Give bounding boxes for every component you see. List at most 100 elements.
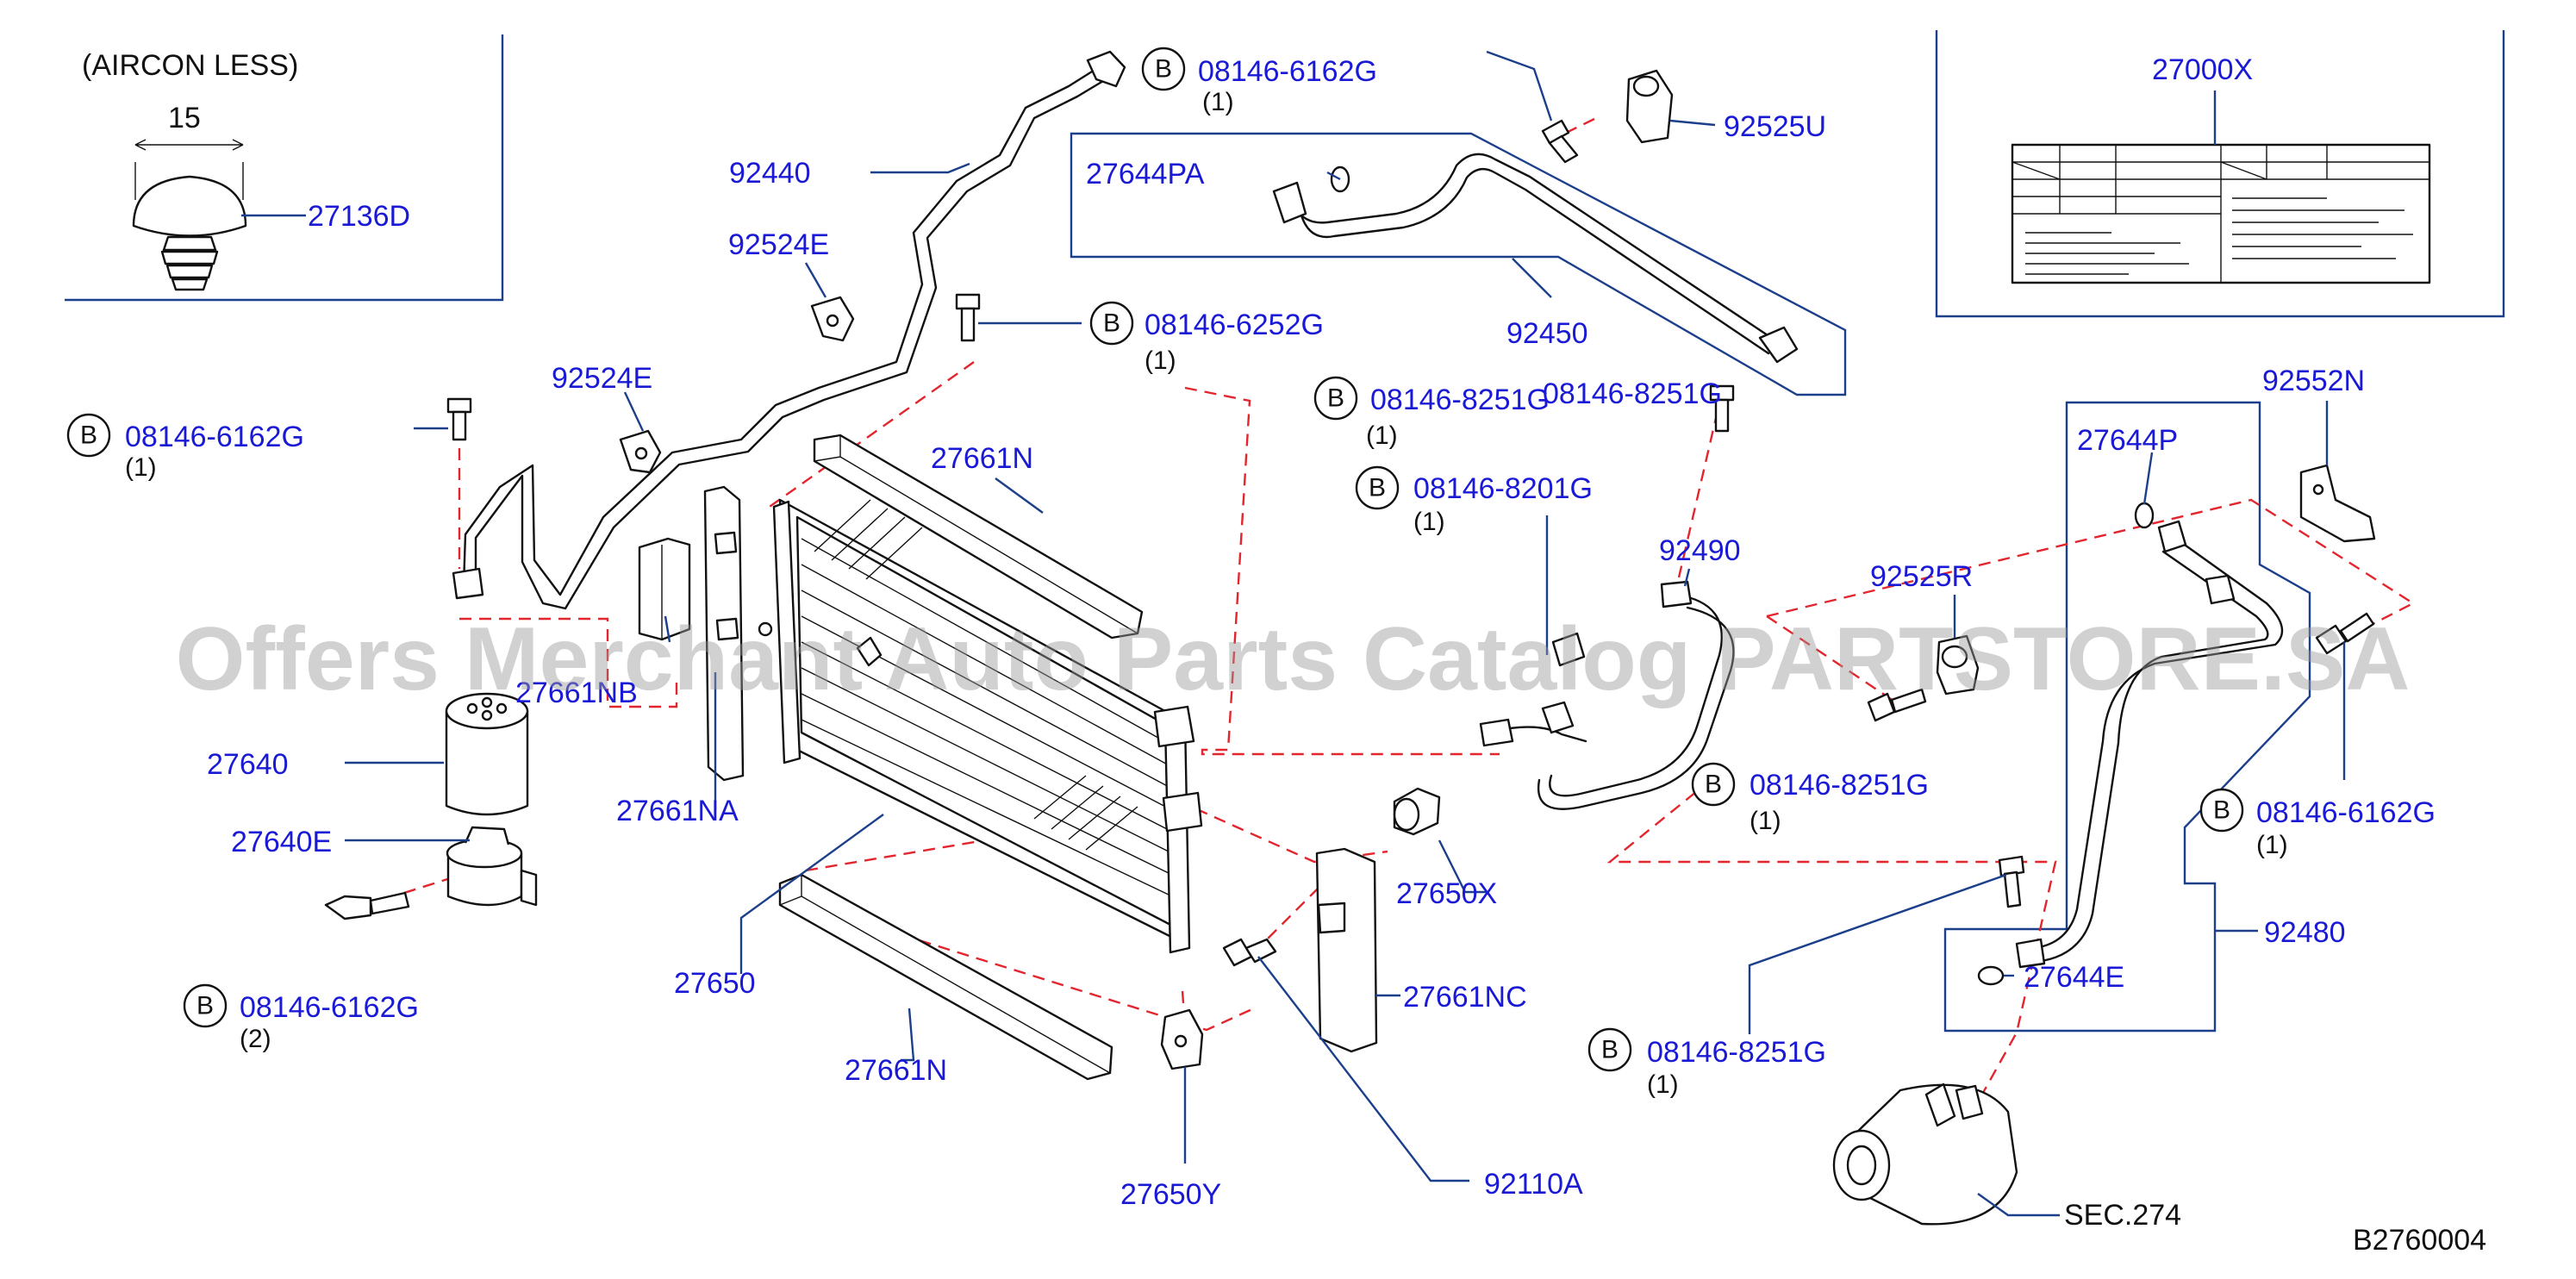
bolt-92110A (1222, 938, 1277, 967)
part-08146-6162G-left: 08146-6162G (125, 421, 304, 453)
bolt-27640E (324, 891, 410, 920)
bolt-badge-8251G-mid: B (1313, 376, 1358, 421)
compressor-SEC274 (1832, 1082, 2018, 1226)
receiver-drier-27640 (445, 692, 529, 816)
bolt-lower-right (1998, 855, 2025, 908)
bolt-badge-bottom-left: B (183, 983, 228, 1028)
part-92525R: 92525R (1870, 560, 1973, 593)
part-27640: 27640 (207, 748, 289, 781)
bolt-badge-left: B (66, 413, 111, 458)
hose-92480-frame (1943, 401, 2311, 1033)
seal-27661N-upper (813, 434, 1144, 640)
svg-text:B: B (1705, 771, 1722, 799)
part-27661NC: 27661NC (1403, 981, 1527, 1014)
part-27136D: 27136D (308, 200, 410, 233)
part-92440: 92440 (729, 157, 811, 190)
bolt-left-upper (446, 397, 472, 441)
part-92450: 92450 (1506, 317, 1588, 350)
svg-text:B: B (1327, 384, 1344, 413)
svg-text:B: B (1601, 1036, 1619, 1064)
pipe-92440 (452, 50, 1126, 610)
svg-text:B: B (80, 421, 97, 450)
svg-text:(1): (1) (125, 453, 157, 482)
part-27661N-lower: 27661N (845, 1054, 947, 1087)
seal-27661N-lower (778, 873, 1113, 1081)
bolt-upper-right (1541, 119, 1579, 164)
part-27661NB: 27661NB (515, 677, 638, 709)
clamp-92525U (1625, 69, 1674, 144)
label-inset-frame (1935, 30, 2505, 318)
seal-27661NB (638, 537, 691, 641)
bolt-badge-6252G: B (1089, 301, 1134, 346)
hose-92490 (1479, 580, 1735, 810)
part-27661N-upper: 27661N (931, 442, 1033, 475)
part-08146-6162G-bottom-left: 08146-6162G (240, 991, 419, 1024)
part-08146-6162G-right: 08146-6162G (2256, 796, 2436, 829)
svg-text:(2): (2) (240, 1025, 271, 1053)
svg-text:(1): (1) (1202, 88, 1234, 116)
svg-text:(1): (1) (1413, 508, 1445, 536)
part-08146-6162G-top: 08146-6162G (1198, 55, 1377, 88)
svg-text:B: B (1155, 55, 1172, 84)
svg-text:(1): (1) (2256, 831, 2288, 859)
clip-27136D (132, 139, 247, 291)
part-27644E: 27644E (2024, 961, 2124, 994)
label-sticker-27000X (2011, 143, 2431, 284)
part-08146-8201G: 08146-8201G (1413, 472, 1593, 505)
bolt-badges: B B B B B B B B B (66, 47, 2244, 1072)
header-note: (AIRCON LESS) (82, 49, 298, 82)
leader-lines (241, 50, 2346, 1217)
part-27650X: 27650X (1396, 877, 1497, 910)
condenser-27650 (758, 498, 1203, 954)
part-27644PA: 27644PA (1086, 158, 1205, 190)
bolt-right-92552N (2315, 612, 2375, 655)
part-92524E-lower: 92524E (552, 362, 652, 395)
quantities: (1) (2) (1) (1) (1) (1) (1) (1) (1) (125, 88, 2288, 1099)
part-92110A: 92110A (1484, 1168, 1583, 1201)
part-08146-8251G-bottom-right: 08146-8251G (1647, 1036, 1826, 1069)
dimension-value: 15 (168, 102, 201, 134)
bolt-badge-6162G-right: B (2199, 788, 2244, 833)
svg-text:B: B (1369, 474, 1386, 502)
part-27644P: 27644P (2077, 424, 2178, 457)
part-SEC274: SEC.274 (2064, 1199, 2181, 1232)
part-08146-8251G-mid: 08146-8251G (1543, 377, 1722, 410)
svg-text:B: B (196, 992, 214, 1020)
clamp-92524E-upper (810, 296, 855, 342)
diagram-code: B2760004 (2353, 1224, 2486, 1257)
part-92525U: 92525U (1724, 110, 1826, 143)
svg-text:(1): (1) (1366, 421, 1398, 450)
hose-92450 (1272, 153, 1799, 364)
svg-text:B: B (2213, 796, 2230, 825)
bracket-92552N (2299, 464, 2376, 543)
bolt-center-right (1709, 384, 1735, 433)
clamp-92524E-lower (619, 429, 662, 474)
bolt-upper-center (955, 293, 981, 342)
part-27000X: 27000X (2152, 53, 2253, 86)
hose-92480 (1977, 502, 2284, 986)
bolt-badge-8251G-right: B (1691, 762, 1736, 807)
svg-text:B: B (1103, 309, 1120, 338)
svg-text:(1): (1) (1750, 807, 1781, 835)
part-92490: 92490 (1659, 534, 1741, 567)
bolt-badge-8201G: B (1355, 465, 1400, 510)
bracket-27640E (446, 826, 538, 907)
part-27661NA: 27661NA (616, 795, 739, 827)
clamp-92525R (1936, 634, 1980, 696)
part-08146-8251G-right: 08146-8251G (1750, 769, 1929, 802)
part-92524E-upper: 92524E (728, 228, 829, 261)
part-08146-8251G-center: 08146-8251G (1370, 384, 1550, 416)
aircon-less-frame (65, 34, 504, 302)
bolt-badge-top: B (1141, 47, 1186, 91)
seal-27661NC (1315, 847, 1378, 1053)
part-08146-6252G: 08146-6252G (1145, 309, 1324, 341)
mount-27650X (1393, 787, 1441, 836)
bolt-badge-bottom-right: B (1587, 1027, 1632, 1072)
part-27650: 27650 (674, 967, 756, 1000)
svg-text:(1): (1) (1647, 1070, 1679, 1099)
bolt-92525R (1867, 688, 1927, 722)
labels: (AIRCON LESS) 15 B2760004 27136D 92440 9… (82, 49, 2486, 1257)
part-92480: 92480 (2264, 916, 2346, 949)
hose-92450-frame (1070, 132, 1847, 396)
